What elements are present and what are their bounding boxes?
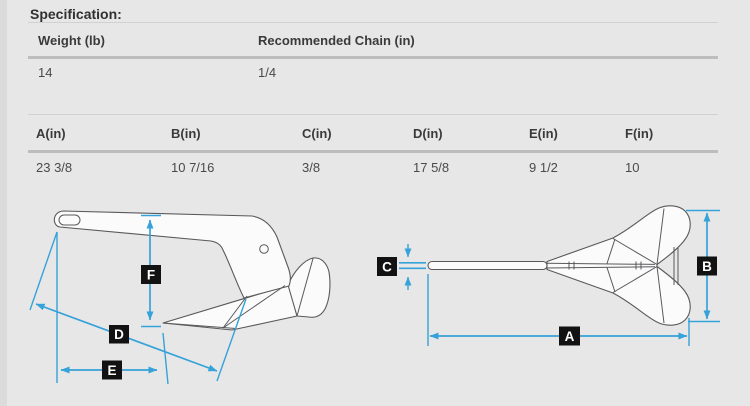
side-shank: [53, 210, 291, 299]
anchor-top-view: [427, 205, 691, 326]
dim-E: E: [60, 360, 158, 380]
value-f: 10: [625, 160, 640, 175]
dim-D: D: [35, 303, 218, 372]
side-fluke-wing: [287, 257, 331, 318]
dim-label-D: D: [114, 327, 124, 342]
top-fluke: [546, 205, 691, 326]
col-header-chain: Recommended Chain (in): [258, 33, 415, 48]
dim-label-F: F: [147, 268, 155, 283]
dim-label-box-F: [141, 265, 161, 284]
value-chain: 1/4: [258, 65, 277, 80]
col-header-a: A(in): [36, 126, 66, 141]
fluke-fold-line: [612, 238, 658, 265]
wing-fold-line: [296, 258, 314, 317]
value-a: 23 3/8: [36, 160, 73, 175]
centerline: [546, 262, 656, 265]
divider-header-2: [28, 150, 718, 153]
fluke-fold-line: [606, 238, 616, 264]
shackle-slot: [58, 214, 81, 226]
dim-label-box-C: [377, 257, 397, 276]
side-view-dimensions: D E F: [29, 214, 247, 385]
extension-line: [162, 332, 169, 385]
value-d: 17 5/8: [413, 160, 450, 175]
col-header-e: E(in): [529, 126, 558, 141]
dim-A: A: [427, 274, 690, 346]
shank-tick: [568, 261, 575, 270]
section-title: Specification:: [30, 6, 122, 22]
fluke-fold-line: [606, 267, 616, 293]
value-c: 3/8: [302, 160, 321, 175]
extension-line: [216, 298, 247, 382]
col-header-d: D(in): [413, 126, 443, 141]
value-e: 9 1/2: [529, 160, 558, 175]
fluke-fold-line: [656, 266, 665, 324]
blade-fold-line: [222, 285, 286, 329]
col-header-c: C(in): [302, 126, 332, 141]
centerline: [546, 266, 656, 269]
top-view-dimensions: C A B: [377, 209, 720, 346]
dim-B: B: [686, 209, 720, 323]
fluke-rear-edge: [673, 247, 679, 285]
dim-label-B: B: [702, 259, 712, 274]
divider: [28, 114, 718, 115]
shank-hole: [259, 244, 269, 254]
value-b: 10 7/16: [171, 160, 215, 175]
shank-tick: [635, 261, 642, 270]
divider-header-1: [28, 56, 718, 59]
dim-label-box-B: [697, 256, 717, 276]
dim-label-box-A: [559, 326, 580, 346]
dim-label-E: E: [107, 363, 116, 378]
anchor-side-view: [53, 210, 331, 331]
fluke-fold-line: [656, 208, 665, 265]
dim-label-box-D: [109, 325, 129, 344]
top-shank: [427, 260, 548, 271]
dim-C: C: [377, 244, 426, 290]
dim-label-box-E: [102, 360, 122, 380]
extension-line: [29, 231, 58, 311]
col-header-weight: Weight (lb): [38, 33, 105, 48]
value-weight: 14: [38, 65, 53, 80]
col-header-b: B(in): [171, 126, 201, 141]
page-edge-shadow: [0, 0, 7, 406]
col-header-f: F(in): [625, 126, 654, 141]
dim-label-A: A: [565, 329, 575, 344]
divider: [28, 22, 718, 23]
fluke-fold-line: [612, 266, 658, 293]
blade-fold-line: [222, 295, 248, 329]
dim-F: F: [141, 214, 161, 328]
dim-label-C: C: [382, 260, 392, 275]
